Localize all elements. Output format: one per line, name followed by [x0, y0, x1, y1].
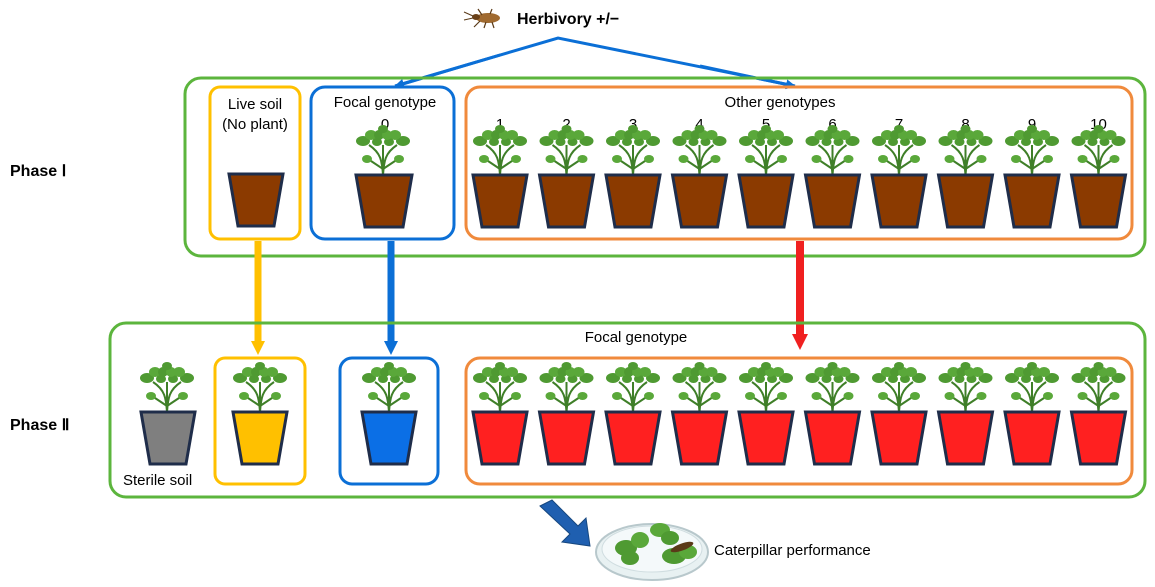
genotype-number: 5 [762, 116, 770, 133]
phase2-label: Phase Ⅱ [10, 417, 69, 434]
live-soil-label-line2: (No plant) [222, 116, 288, 133]
live-soil-box [208, 85, 302, 241]
plant-icon [355, 124, 411, 176]
genotype-number: 2 [562, 116, 570, 133]
caterpillar-icon [670, 541, 694, 553]
phase1-box [183, 76, 1147, 258]
plant-icon [738, 361, 794, 413]
phase2-title: Focal genotype [585, 329, 688, 346]
pot-icon [870, 173, 928, 229]
plant-icon [937, 361, 994, 413]
pot-icon [737, 173, 795, 229]
down-right-arrow [539, 499, 591, 547]
genotype-number: 7 [895, 116, 903, 133]
pot-icon [803, 173, 862, 229]
herbivory-arrows [394, 36, 796, 90]
pot-icon [537, 410, 596, 466]
pot-icon [1003, 173, 1061, 229]
plant-icon [232, 361, 288, 413]
focal-genotype-title: Focal genotype [334, 94, 437, 111]
herbivory-label: Herbivory +/− [517, 11, 619, 28]
genotype-number: 9 [1028, 116, 1036, 133]
plant-icon [1004, 124, 1060, 176]
plant-icon [1070, 124, 1127, 176]
caterpillar-performance-label: Caterpillar performance [714, 542, 871, 559]
live-soil-label-line1: Live soil [228, 96, 282, 113]
plant-icon [804, 124, 861, 176]
plant-icon [605, 361, 661, 413]
other-genotypes-box [464, 85, 1134, 241]
pot-icon [604, 173, 662, 229]
genotype-number: 8 [961, 116, 969, 133]
other-genotypes-box-phase2 [464, 356, 1134, 486]
focal-box-phase2 [338, 356, 440, 486]
live-soil-pot-phase2 [231, 410, 289, 466]
plant-icon [804, 361, 861, 413]
pot-icon [1069, 410, 1128, 466]
other-genotypes-title: Other genotypes [725, 94, 836, 111]
live-soil-pot [227, 172, 285, 228]
pot-icon [471, 410, 529, 466]
pot-icon [670, 173, 729, 229]
focal-genotype-number: 0 [381, 116, 389, 133]
phase2-box [108, 321, 1147, 499]
beetle-icon [463, 8, 500, 29]
pot-icon [870, 410, 928, 466]
focal-pot-phase1 [354, 173, 414, 229]
pot-icon [803, 410, 862, 466]
plant-icon [361, 361, 417, 413]
sterile-soil-pot [139, 410, 197, 466]
sterile-soil-label: Sterile soil [123, 472, 192, 489]
plant-icon [472, 361, 528, 413]
plant-icon [605, 124, 661, 176]
plant-icon [871, 361, 927, 413]
petri-dish-icon [595, 523, 709, 581]
focal-genotype-box [309, 85, 456, 241]
pot-icon [936, 410, 995, 466]
genotype-number: 4 [695, 116, 703, 133]
genotype-number: 6 [828, 116, 836, 133]
plant-icon [139, 361, 195, 413]
plant-icon [1004, 361, 1060, 413]
plant-icon [671, 124, 728, 176]
plant-icon [937, 124, 994, 176]
plant-icon [538, 124, 595, 176]
genotype-number: 3 [629, 116, 637, 133]
other-genotypes-row-phase2 [471, 361, 1128, 466]
plant-icon [738, 124, 794, 176]
plant-icon [1070, 361, 1127, 413]
pot-icon [670, 410, 729, 466]
plant-icon [871, 124, 927, 176]
live-soil-box-phase2 [213, 356, 307, 486]
plant-icon [538, 361, 595, 413]
pot-icon [936, 173, 995, 229]
pot-icon [1003, 410, 1061, 466]
pot-icon [1069, 173, 1128, 229]
pot-icon [471, 173, 529, 229]
pot-icon [737, 410, 795, 466]
phase1-label: Phase Ⅰ [10, 163, 66, 180]
plant-icon [472, 124, 528, 176]
pot-icon [604, 410, 662, 466]
plant-icon [671, 361, 728, 413]
genotype-number: 1 [496, 116, 504, 133]
pot-icon [537, 173, 596, 229]
focal-pot-phase2 [360, 410, 418, 466]
